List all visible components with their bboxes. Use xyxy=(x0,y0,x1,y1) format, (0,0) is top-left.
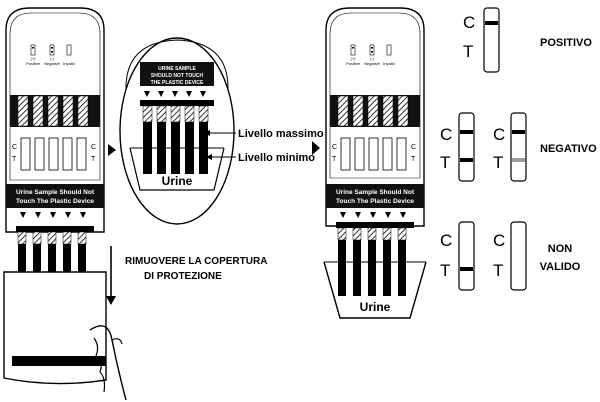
legend-negative-sign: (-) xyxy=(50,56,55,61)
max-level-label: Livello massimo xyxy=(238,128,324,140)
negative-t-label-1: T xyxy=(440,153,450,172)
negative-c-label-1: C xyxy=(440,125,452,144)
zoom-warning-line-1: URINE SAMPLE xyxy=(158,66,196,72)
right-test-device: (+) Positive (-) Negative Invalid C T C … xyxy=(323,7,427,319)
legend-negative-label-right: Negative xyxy=(364,61,381,66)
window-t-label-2: T xyxy=(332,156,337,163)
arrow-to-step2 xyxy=(312,141,320,155)
invalid-label-line-1: NON xyxy=(548,243,573,255)
legend-positive-sign-right: (+) xyxy=(351,56,357,61)
invalid-label-line-2: VALIDO xyxy=(540,261,581,273)
legend-invalid-label: Invalid xyxy=(63,61,75,66)
step2-cup-label: Urine xyxy=(360,300,391,314)
result-invalid: C T C T NON VALIDO xyxy=(440,221,581,291)
negative-t-label-2: T xyxy=(493,153,503,172)
window-t-label: T xyxy=(12,156,17,163)
result-windows-right: C T C T xyxy=(332,137,416,171)
protective-cover xyxy=(3,271,127,401)
invalid-t-label-1: T xyxy=(440,261,450,280)
zoom-cup-label: Urine xyxy=(162,174,193,188)
window-c-label-2-right: C xyxy=(411,144,416,151)
legend-positive-label: Positive xyxy=(26,61,41,66)
result-negative: C T C T NEGATIVO xyxy=(440,112,597,182)
legend-negative-sign-right: (-) xyxy=(370,56,375,61)
invalid-c-label-1: C xyxy=(440,231,452,250)
result-legend-right: (+) Positive (-) Negative Invalid xyxy=(346,44,395,66)
remove-cover-line-2: DI PROTEZIONE xyxy=(144,271,222,282)
legend-positive-label-right: Positive xyxy=(346,61,361,66)
zoom-warning-line-2: SHOULD NOT TOUCH xyxy=(151,73,204,79)
window-t-label-right: T xyxy=(91,156,96,163)
window-c-label-2: C xyxy=(332,144,337,151)
warning-line-2: Touch The Plastic Device xyxy=(16,198,94,205)
result-legend: (+) Positive (-) Negative Invalid xyxy=(26,44,75,66)
positive-t-label: T xyxy=(463,42,473,61)
window-c-label-right: C xyxy=(91,144,96,151)
min-level-label: Livello minimo xyxy=(238,152,315,164)
step-remove-cover: RIMUOVERE LA COPERTURA DI PROTEZIONE xyxy=(106,246,267,305)
warning-line-1: Urine Sample Should Not xyxy=(16,189,95,196)
result-windows: C T C T xyxy=(12,137,96,171)
zoom-detail: URINE SAMPLE SHOULD NOT TOUCH THE PLASTI… xyxy=(119,37,236,225)
warning-line-1-right: Urine Sample Should Not xyxy=(336,189,415,196)
result-positive: C T POSITIVO xyxy=(463,7,592,73)
negative-label: NEGATIVO xyxy=(540,143,597,155)
positive-c-label: C xyxy=(463,13,475,32)
zoom-warning-line-3: THE PLASTIC DEVICE xyxy=(151,80,204,86)
left-test-strips xyxy=(16,226,94,272)
positive-label: POSITIVO xyxy=(540,37,592,49)
legend-negative-label: Negative xyxy=(44,61,61,66)
invalid-t-label-2: T xyxy=(493,261,503,280)
legend-positive-sign: (+) xyxy=(31,56,37,61)
window-c-label: C xyxy=(12,144,17,151)
window-t-label-2-right: T xyxy=(411,156,416,163)
arrow-to-zoom xyxy=(108,144,116,156)
warning-line-2-right: Touch The Plastic Device xyxy=(336,198,414,205)
negative-c-label-2: C xyxy=(493,125,505,144)
legend-invalid-label-right: Invalid xyxy=(383,61,395,66)
left-test-device: (+) Positive (-) Negative Invalid C T C … xyxy=(3,7,127,401)
remove-cover-line-1: RIMUOVERE LA COPERTURA xyxy=(125,256,267,267)
invalid-c-label-2: C xyxy=(493,231,505,250)
